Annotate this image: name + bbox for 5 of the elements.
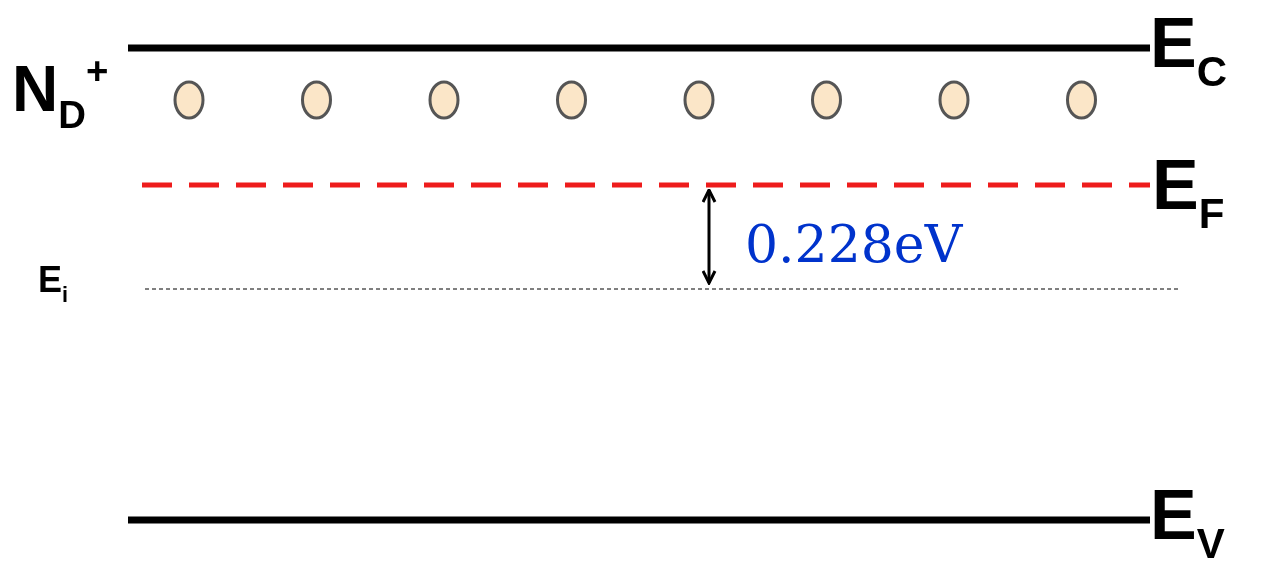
energy-level-label: E$_{i}$ bbox=[38, 262, 68, 306]
energy-difference-label: 0.228eV bbox=[745, 218, 963, 270]
energy-level-label: E$_{V}$ bbox=[1150, 480, 1225, 565]
energy-level-label: E$_{C}$ bbox=[1150, 8, 1228, 93]
energy-level-label: E$_{F}$ bbox=[1152, 150, 1225, 235]
